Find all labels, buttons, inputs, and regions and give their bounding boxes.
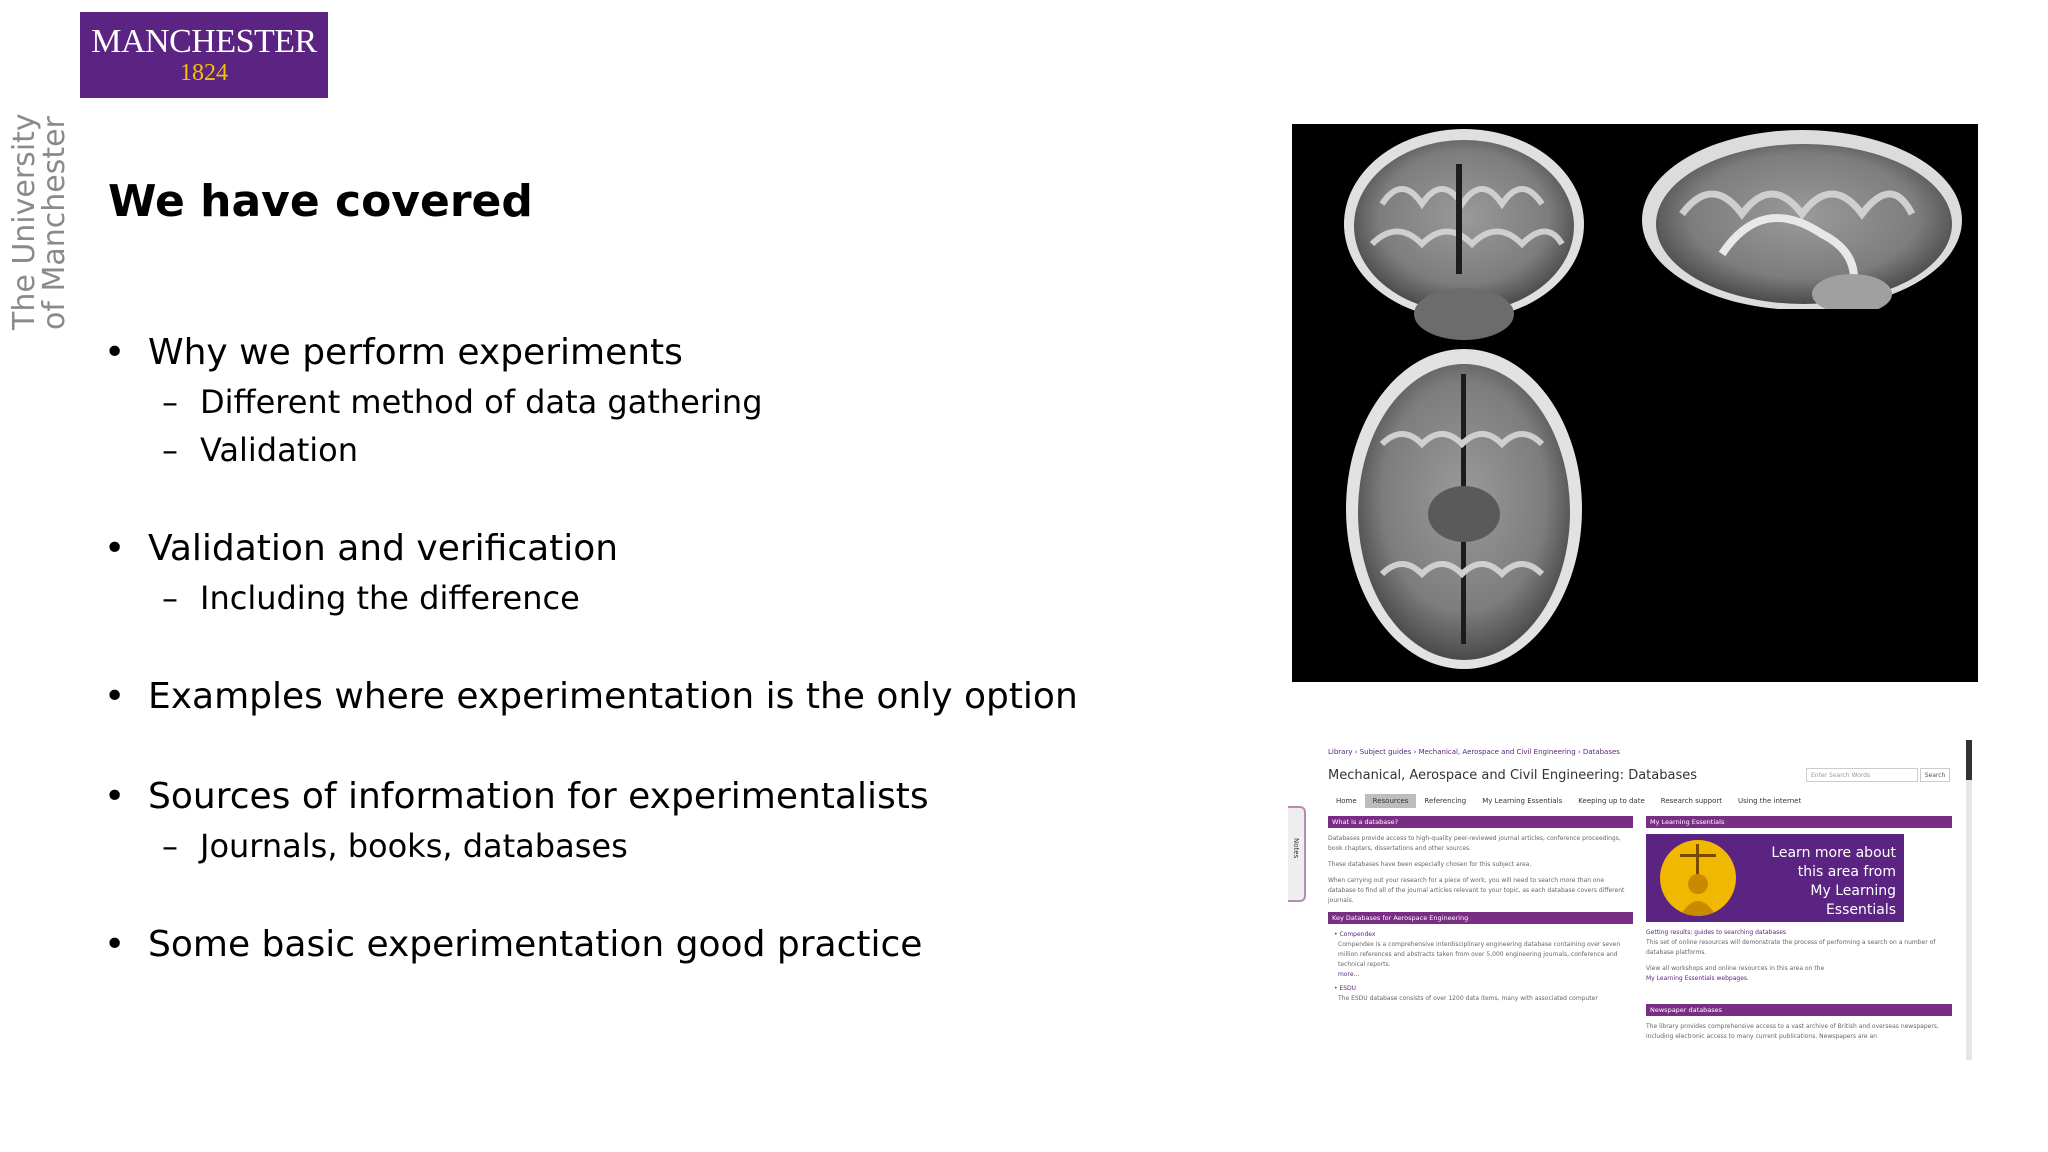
- mri-brain-scan-image: [1292, 124, 1978, 682]
- promo-line: Essentials: [1825, 902, 1896, 918]
- my-learning-essentials-promo[interactable]: Learn more about this area from My Learn…: [1646, 834, 1904, 922]
- bullet-group-1: •Why we perform experiments –Different m…: [104, 328, 1254, 474]
- paragraph: Compendex is a comprehensive interdiscip…: [1338, 941, 1621, 968]
- tab-using-the-internet[interactable]: Using the internet: [1737, 797, 1802, 805]
- section-header: My Learning Essentials: [1646, 816, 1952, 828]
- bullet-item: •Sources of information for experimental…: [104, 776, 929, 817]
- bullet-list: •Why we perform experiments –Different m…: [104, 328, 1254, 1020]
- my-learning-essentials-link[interactable]: My Learning Essentials webpages.: [1646, 975, 1749, 982]
- tab-research-support[interactable]: Research support: [1660, 797, 1722, 805]
- tab-keeping-up-to-date[interactable]: Keeping up to date: [1578, 797, 1645, 805]
- section-header: What is a database?: [1328, 816, 1633, 828]
- library-webpage-screenshot: Library › Subject guides › Mechanical, A…: [1288, 738, 1978, 1060]
- paragraph: View all workshops and online resources …: [1646, 965, 1825, 972]
- scrollbar[interactable]: [1966, 740, 1972, 1060]
- promo-line: this area from: [1797, 864, 1896, 880]
- sub-bullet-item: –Including the difference: [162, 579, 580, 617]
- section-header: Newspaper databases: [1646, 1004, 1952, 1016]
- bullet-item: •Examples where experimentation is the o…: [104, 676, 1078, 717]
- tab-my-learning-essentials[interactable]: My Learning Essentials: [1482, 797, 1563, 805]
- paragraph: These databases have been especially cho…: [1328, 861, 1532, 868]
- section-header: Key Databases for Aerospace Engineering: [1328, 912, 1633, 924]
- left-column: What is a database? Databases provide ac…: [1328, 816, 1633, 1010]
- promo-illustration: [1660, 840, 1736, 916]
- promo-line: Learn more about: [1771, 845, 1896, 861]
- database-link-compendex[interactable]: • Compendex: [1334, 931, 1376, 938]
- bullet-group-2: •Validation and verification –Including …: [104, 524, 1254, 622]
- search-input[interactable]: Enter Search Words: [1806, 768, 1918, 782]
- paragraph: The library provides comprehensive acces…: [1646, 1023, 1939, 1040]
- breadcrumb[interactable]: Library › Subject guides › Mechanical, A…: [1328, 748, 1620, 756]
- guide-nav-tabs: Home Resources Referencing My Learning E…: [1328, 794, 1809, 808]
- wordmark-line-2: of Manchester: [37, 116, 72, 330]
- paragraph: The ESDU database consists of over 1200 …: [1338, 995, 1598, 1002]
- tab-home[interactable]: Home: [1336, 797, 1357, 805]
- slide-title: We have covered: [108, 176, 533, 227]
- paragraph: Databases provide access to high-quality…: [1328, 835, 1621, 852]
- logo-name: MANCHESTER: [91, 23, 317, 60]
- bullet-group-5: •Some basic experimentation good practic…: [104, 920, 1254, 970]
- bullet-item: •Why we perform experiments: [104, 332, 683, 373]
- university-wordmark: The University of Manchester: [7, 100, 72, 330]
- page-title: Mechanical, Aerospace and Civil Engineer…: [1328, 768, 1697, 783]
- tab-resources[interactable]: Resources: [1364, 794, 1417, 808]
- axial-slice: [1346, 349, 1582, 669]
- scrollbar-thumb[interactable]: [1966, 740, 1972, 780]
- promo-line: My Learning: [1810, 883, 1896, 899]
- sagittal-slice: [1632, 130, 1972, 339]
- getting-results-link[interactable]: Getting results: guides to searching dat…: [1646, 929, 1787, 936]
- bullet-group-3: •Examples where experimentation is the o…: [104, 672, 1254, 722]
- sub-bullet-item: –Validation: [162, 431, 359, 469]
- paragraph: This set of online resources will demons…: [1646, 939, 1936, 956]
- more-link[interactable]: more...: [1338, 971, 1360, 978]
- bullet-group-4: •Sources of information for experimental…: [104, 772, 1254, 870]
- wordmark-line-1: The University: [7, 113, 42, 330]
- database-link-esdu[interactable]: • ESDU: [1334, 985, 1357, 992]
- right-column: My Learning Essentials Learn more about …: [1646, 816, 1952, 1048]
- notes-tab[interactable]: Notes: [1288, 806, 1306, 902]
- paragraph: When carrying out your research for a pi…: [1328, 877, 1625, 904]
- sub-bullet-item: –Journals, books, databases: [162, 827, 628, 865]
- bullet-item: •Some basic experimentation good practic…: [104, 924, 923, 965]
- university-logo: MANCHESTER 1824: [80, 12, 328, 98]
- logo-year: 1824: [180, 60, 228, 86]
- tab-referencing[interactable]: Referencing: [1424, 797, 1467, 805]
- search-button[interactable]: Search: [1920, 768, 1950, 782]
- sub-bullet-item: –Different method of data gathering: [162, 383, 763, 421]
- bullet-item: •Validation and verification: [104, 528, 619, 569]
- coronal-slice: [1344, 129, 1584, 340]
